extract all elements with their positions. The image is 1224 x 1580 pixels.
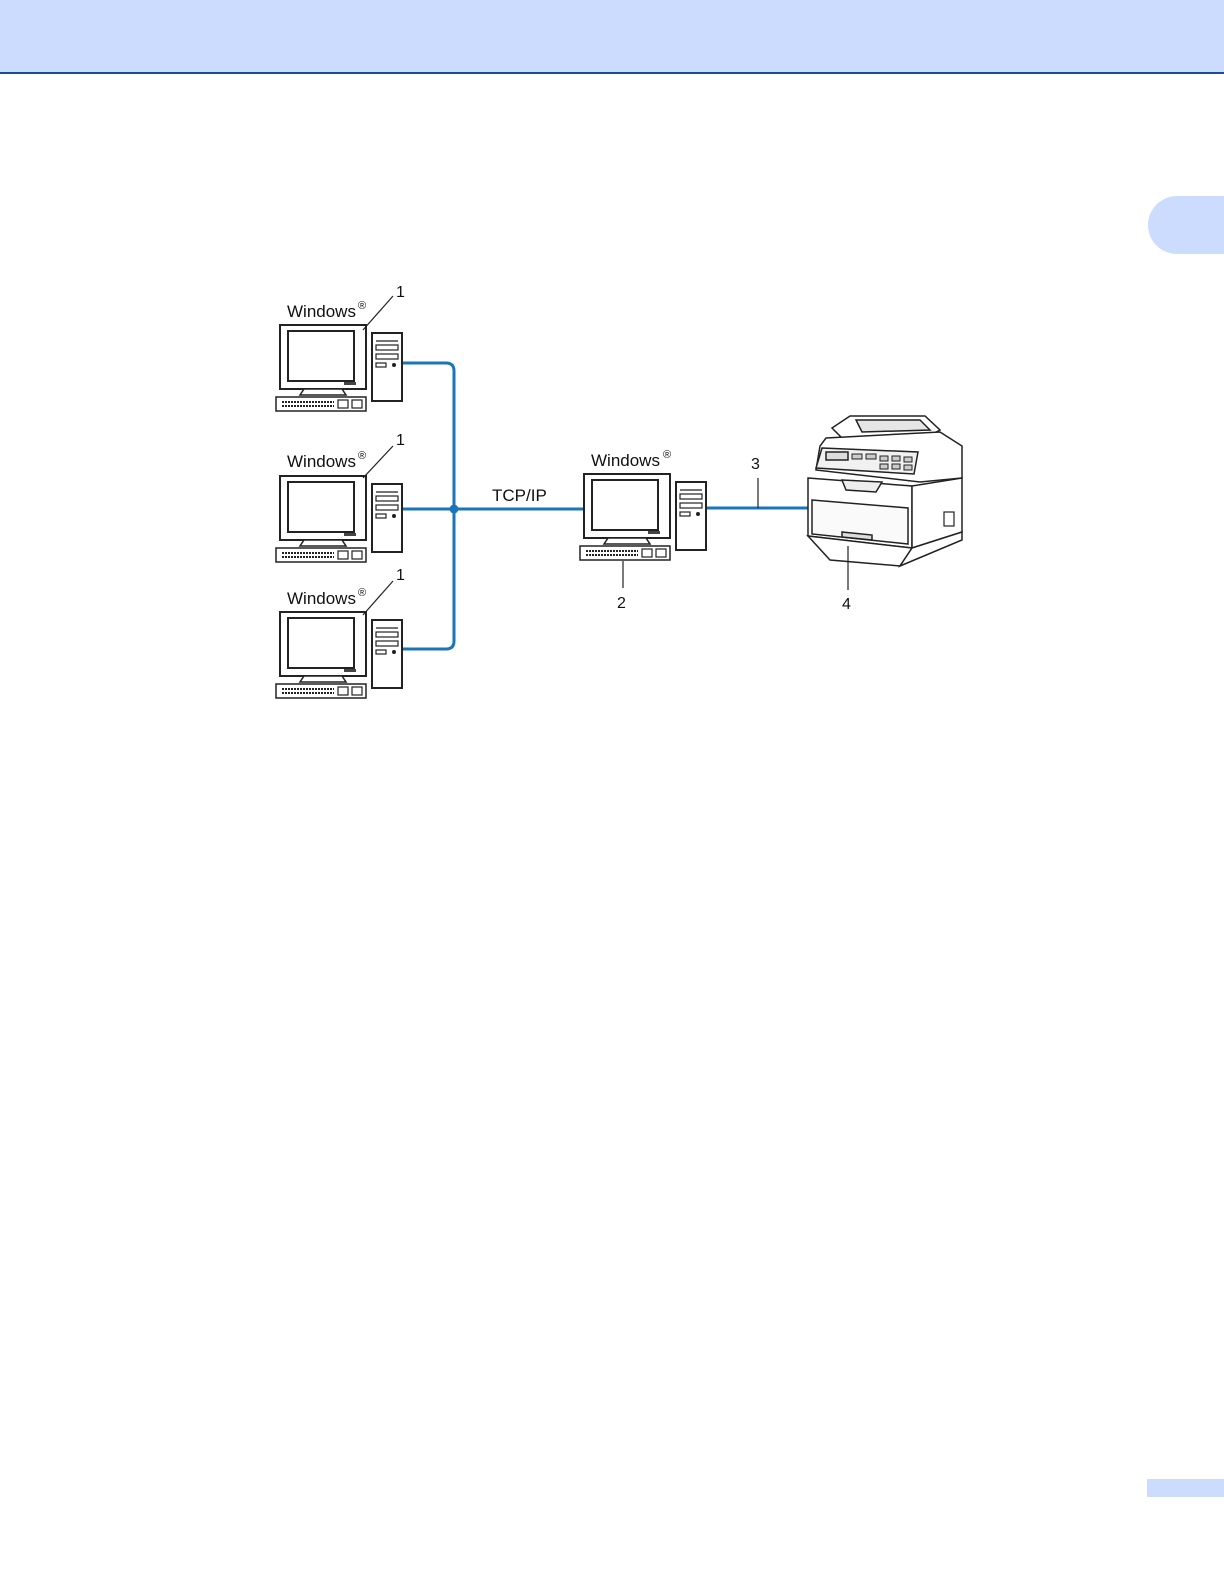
cable-client-top	[398, 363, 454, 509]
client-2-os-label: Windows	[287, 452, 356, 471]
network-protocol-label: TCP/IP	[492, 486, 547, 505]
cable-callout-group: 3	[751, 456, 760, 508]
client-2-os-mark: ®	[358, 450, 366, 462]
server-callout: 2	[617, 595, 626, 612]
cable-callout: 3	[751, 456, 760, 473]
client-computer-3: Windows ® 1	[276, 567, 405, 698]
server-os-label: Windows	[591, 451, 660, 470]
client-3-os-label: Windows	[287, 589, 356, 608]
printer-callout: 4	[842, 596, 851, 613]
client-2-callout: 1	[396, 432, 405, 449]
cable-client-bottom	[398, 509, 454, 649]
client-computer-2: Windows ® 1	[276, 432, 405, 562]
client-computer-1: Windows ® 1	[276, 284, 405, 411]
client-3-callout: 1	[396, 567, 405, 584]
client-1-os-mark: ®	[358, 300, 366, 312]
print-server-computer: Windows ® 2	[580, 449, 706, 612]
client-3-os-mark: ®	[358, 587, 366, 599]
client-1-callout: 1	[396, 284, 405, 301]
client-1-os-label: Windows	[287, 302, 356, 321]
server-os-mark: ®	[663, 449, 671, 461]
printer-icon	[808, 416, 962, 566]
hub-junction	[450, 505, 459, 514]
